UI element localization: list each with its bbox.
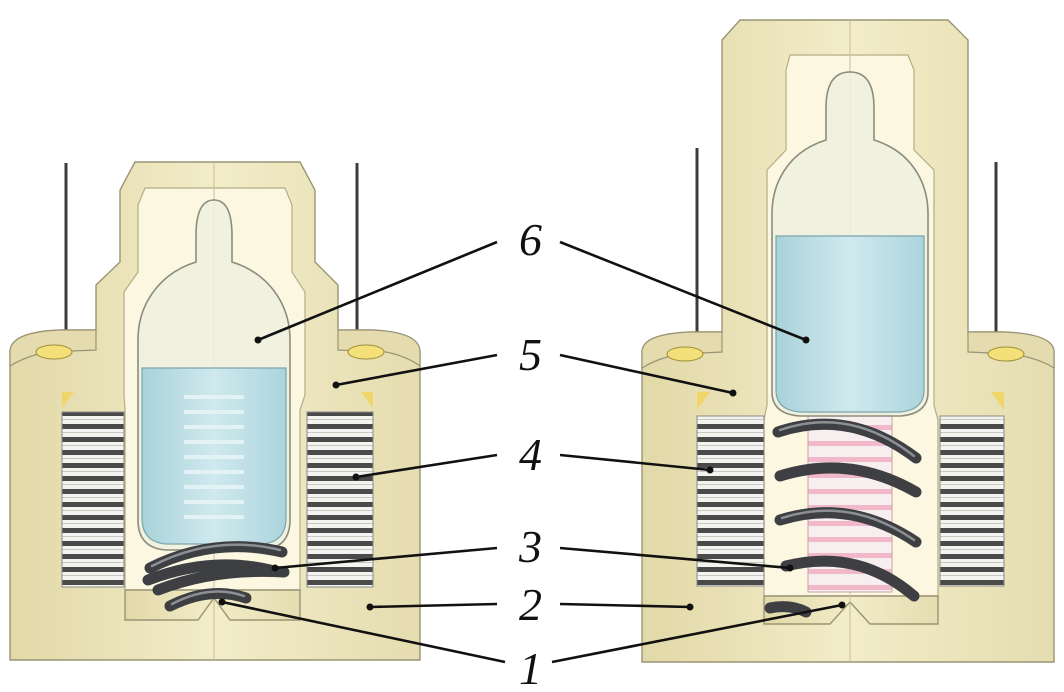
right-chamfer-2 [991,392,1004,410]
left-bushing-1 [35,344,73,360]
leader-5-right [559,353,734,395]
leader-1-right [551,603,843,664]
right-bushing-1 [666,346,704,362]
leader-6-right [559,240,807,342]
leader-1-left [221,600,506,664]
left-device [9,161,421,661]
number-labels: 6 5 4 3 2 1 [518,214,542,692]
leader-2-right [559,602,691,609]
left-liquid-stripes [184,395,244,519]
left-spring [142,541,290,612]
leader-6-left [257,240,498,342]
leader-3-left [274,546,498,570]
right-spring [764,418,922,618]
leader-4-left [355,453,498,479]
leader-4-right [559,453,711,472]
label-6: 6 [519,214,542,265]
leader-3-right [559,546,791,570]
left-base-cone [124,589,301,621]
left-winding-right [306,411,374,588]
right-chamfer-1 [697,392,710,410]
leader-5-left [335,353,498,387]
left-winding-left [61,411,125,588]
right-bushing-2 [987,346,1025,362]
right-liquid [775,235,925,413]
leader-lines [218,240,846,664]
right-winding-left [696,415,765,587]
leader-2-left [369,602,498,609]
label-4: 4 [519,429,542,480]
left-bushing-2 [347,344,385,360]
label-5: 5 [519,329,542,380]
left-chamfer-2 [361,392,373,408]
right-winding-right [939,415,1005,587]
label-2: 2 [519,579,542,630]
label-1: 1 [519,643,542,692]
label-3: 3 [518,521,542,572]
right-device [641,19,1055,663]
left-chamfer-1 [62,392,74,408]
